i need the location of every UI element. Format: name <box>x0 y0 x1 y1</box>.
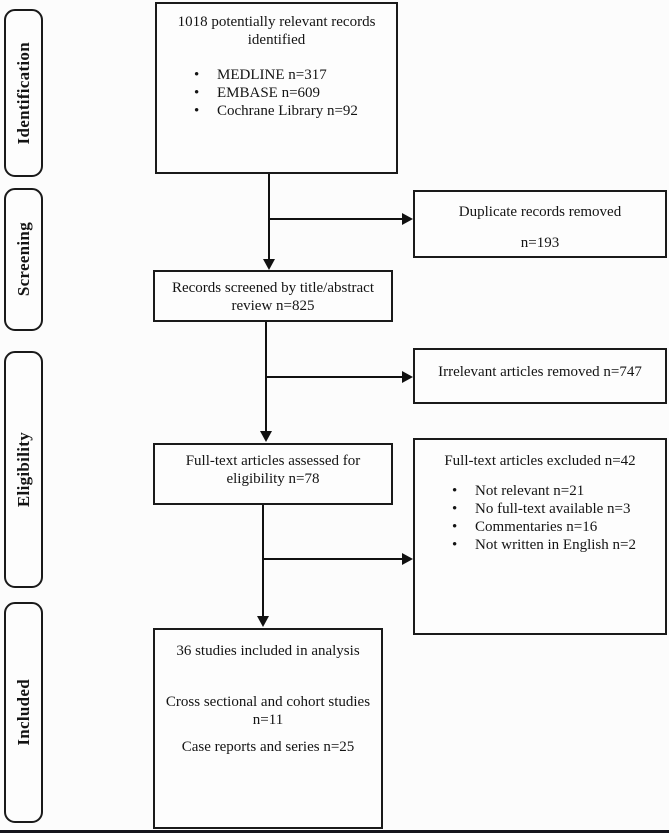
included-line1: 36 studies included in analysis <box>176 643 360 659</box>
irrelevant-removed-box: Irrelevant articles removed n=747 <box>413 348 667 404</box>
list-item: No full-text available n=3 <box>415 500 665 518</box>
bullet-text: Not written in English n=2 <box>475 537 636 553</box>
stage-label-identification: Identification <box>13 41 33 145</box>
fulltext-assessed-line2: eligibility n=78 <box>226 471 320 487</box>
bullet-text: Not relevant n=21 <box>475 483 585 499</box>
stage-identification: Identification <box>4 9 43 177</box>
duplicates-removed-line1: Duplicate records removed <box>458 204 622 220</box>
fulltext-assessed-box: Full-text articles assessed for eligibil… <box>153 443 393 505</box>
connector-branch-to-irrelevant <box>266 376 402 378</box>
stage-included: Included <box>4 602 43 823</box>
bullet-icon <box>452 482 475 500</box>
records-identified-bullet-list: MEDLINE n=317 EMBASE n=609 Cochrane Libr… <box>157 66 396 120</box>
duplicates-removed-box: Duplicate records removed n=193 <box>413 190 667 258</box>
included-line3: n=11 <box>252 712 284 728</box>
arrowhead-into-fulltext <box>260 431 272 442</box>
list-item: Cochrane Library n=92 <box>157 102 396 120</box>
included-line4: Case reports and series n=25 <box>181 739 355 755</box>
bullet-text: MEDLINE n=317 <box>217 67 327 83</box>
fulltext-excluded-title: Full-text articles excluded n=42 <box>444 453 636 469</box>
stage-screening: Screening <box>4 188 43 331</box>
bullet-icon <box>452 536 475 554</box>
list-item: Not written in English n=2 <box>415 536 665 554</box>
stage-label-screening: Screening <box>13 222 33 297</box>
included-line2: Cross sectional and cohort studies <box>165 694 371 710</box>
connector-branch-to-excluded <box>263 558 402 560</box>
bullet-text: Commentaries n=16 <box>475 519 598 535</box>
duplicates-removed-line2: n=193 <box>520 235 560 251</box>
fulltext-assessed-line1: Full-text articles assessed for <box>185 453 361 469</box>
fulltext-excluded-bullet-list: Not relevant n=21 No full-text available… <box>415 482 665 554</box>
bullet-text: No full-text available n=3 <box>475 501 631 517</box>
list-item: Not relevant n=21 <box>415 482 665 500</box>
connector-identified-to-screened <box>268 174 270 260</box>
bullet-text: EMBASE n=609 <box>217 85 321 101</box>
arrowhead-into-screened <box>263 259 275 270</box>
bullet-icon <box>194 102 217 120</box>
records-screened-line2: review n=825 <box>231 298 315 314</box>
records-identified-line2: identified <box>247 32 306 48</box>
arrowhead-into-irrelevant <box>402 371 413 383</box>
bullet-icon <box>194 84 217 102</box>
bullet-text: Cochrane Library n=92 <box>217 103 358 119</box>
included-studies-box: 36 studies included in analysis Cross se… <box>153 628 383 829</box>
irrelevant-removed-line1: Irrelevant articles removed n=747 <box>438 364 642 380</box>
stage-label-eligibility: Eligibility <box>13 431 33 508</box>
list-item: MEDLINE n=317 <box>157 66 396 84</box>
arrowhead-into-duplicates <box>402 213 413 225</box>
records-identified-line1: 1018 potentially relevant records <box>177 14 376 30</box>
records-screened-box: Records screened by title/abstract revie… <box>153 270 393 322</box>
bottom-edge-strip <box>0 830 669 833</box>
fulltext-excluded-box: Full-text articles excluded n=42 Not rel… <box>413 438 667 635</box>
connector-branch-to-duplicates <box>269 218 402 220</box>
list-item: Commentaries n=16 <box>415 518 665 536</box>
connector-fulltext-to-included <box>262 505 264 617</box>
bullet-icon <box>452 518 475 536</box>
records-identified-box: 1018 potentially relevant records identi… <box>155 2 398 174</box>
records-screened-line1: Records screened by title/abstract <box>171 280 374 296</box>
bullet-icon <box>194 66 217 84</box>
stage-eligibility: Eligibility <box>4 351 43 588</box>
stage-label-included: Included <box>13 679 33 746</box>
arrowhead-into-included <box>257 616 269 627</box>
list-item: EMBASE n=609 <box>157 84 396 102</box>
arrowhead-into-excluded <box>402 553 413 565</box>
bullet-icon <box>452 500 475 518</box>
